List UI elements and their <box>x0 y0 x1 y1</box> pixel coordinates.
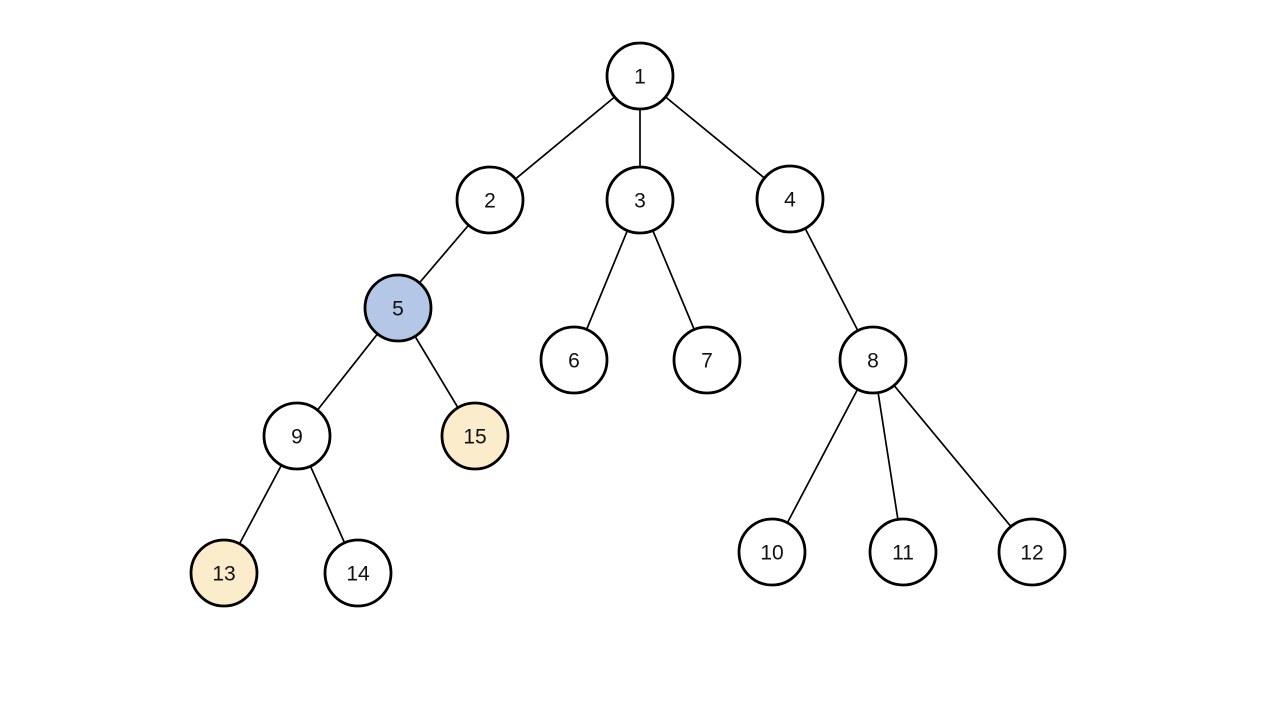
node-circle-14[interactable] <box>323 538 393 608</box>
node-circle-15[interactable] <box>440 401 510 471</box>
tree-node-7[interactable]: 7 <box>672 325 742 395</box>
tree-node-12[interactable]: 12 <box>997 517 1067 587</box>
tree-node-2[interactable]: 2 <box>455 165 525 235</box>
tree-node-1[interactable]: 1 <box>605 41 675 111</box>
tree-node-6[interactable]: 6 <box>539 325 609 395</box>
node-circle-8[interactable] <box>838 325 908 395</box>
node-circle-11[interactable] <box>868 517 938 587</box>
node-circle-5[interactable] <box>363 273 433 343</box>
tree-node-10[interactable]: 10 <box>737 517 807 587</box>
tree-node-14[interactable]: 14 <box>323 538 393 608</box>
node-circle-9[interactable] <box>262 401 332 471</box>
node-circle-2[interactable] <box>455 165 525 235</box>
tree-node-3[interactable]: 3 <box>605 165 675 235</box>
node-circle-13[interactable] <box>189 538 259 608</box>
tree-node-4[interactable]: 4 <box>755 164 825 234</box>
node-circle-4[interactable] <box>755 164 825 234</box>
tree-node-11[interactable]: 11 <box>868 517 938 587</box>
node-circle-3[interactable] <box>605 165 675 235</box>
node-circle-7[interactable] <box>672 325 742 395</box>
tree-node-13[interactable]: 13 <box>189 538 259 608</box>
tree-node-9[interactable]: 9 <box>262 401 332 471</box>
node-circle-10[interactable] <box>737 517 807 587</box>
tree-edge-8-12 <box>872 359 1033 553</box>
tree-node-5[interactable]: 5 <box>363 273 433 343</box>
node-circle-1[interactable] <box>605 41 675 111</box>
node-circle-6[interactable] <box>539 325 609 395</box>
node-circle-12[interactable] <box>997 517 1067 587</box>
tree-node-15[interactable]: 15 <box>440 401 510 471</box>
tree-node-8[interactable]: 8 <box>838 325 908 395</box>
tree-edge-8-10 <box>771 359 874 553</box>
